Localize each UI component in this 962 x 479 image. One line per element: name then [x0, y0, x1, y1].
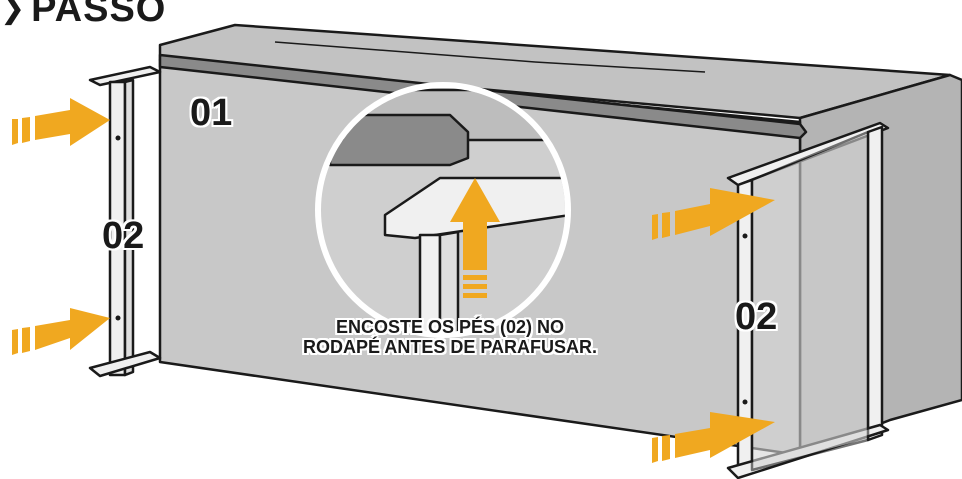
step-title: PASSO: [31, 0, 167, 30]
right-leg-top: [726, 121, 890, 187]
instruction-line-1: ENCOSTE OS PÉS (02) NO: [335, 317, 565, 337]
chevron-right-icon: ❯: [0, 0, 26, 26]
right-leg-side-fill: [750, 130, 870, 472]
arrow-right-top: [652, 188, 775, 240]
arrow-left-top: [12, 98, 110, 146]
up-arrow: [450, 178, 500, 270]
push-arrows: [12, 98, 775, 463]
right-leg-post-back: [866, 125, 884, 442]
step-header: ❯ PASSO: [0, 0, 166, 28]
left-leg-top: [88, 65, 162, 87]
part-label-02-right: 02: [735, 296, 778, 338]
part-label-01: 01: [190, 92, 233, 134]
left-leg-bottom: [88, 350, 162, 378]
arrow-left-bottom: [12, 308, 110, 355]
left-leg-post-back: [123, 78, 135, 377]
arrow-right-bottom: [652, 412, 775, 463]
magnifier-detail: [315, 82, 571, 338]
instruction-note: ENCOSTE OS PÉS (02) NO RODAPÉ ANTES DE P…: [250, 317, 650, 357]
instruction-line-2: RODAPÉ ANTES DE PARAFUSAR.: [302, 337, 598, 357]
part-label-02-left: 02: [102, 215, 145, 257]
